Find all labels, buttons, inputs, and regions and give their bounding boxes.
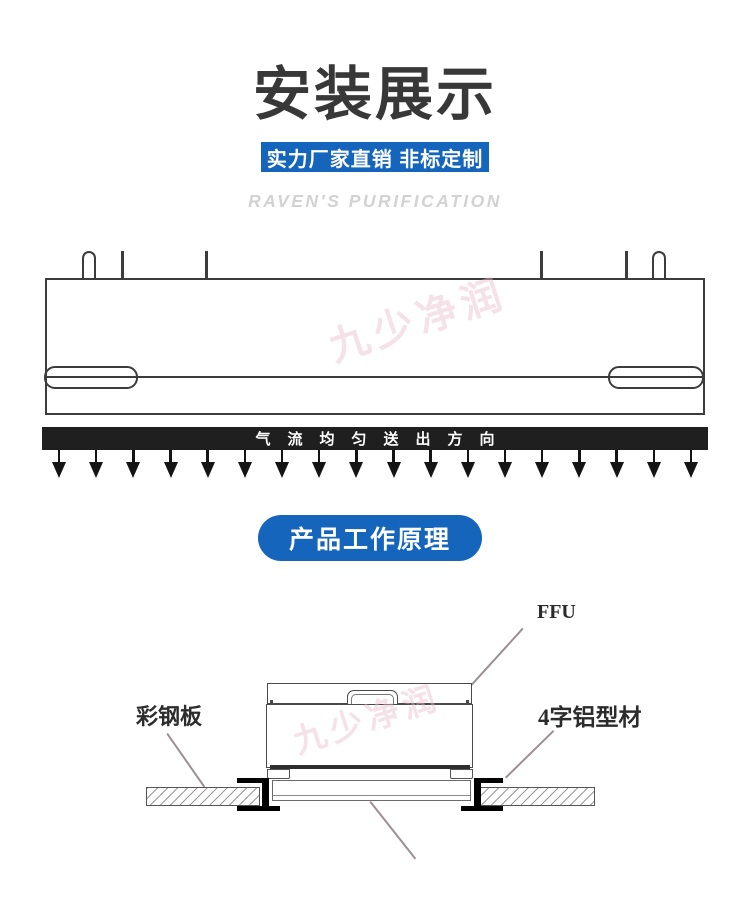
color-steel-plate-leader-line	[166, 733, 206, 788]
ffu-foot-left	[267, 769, 290, 779]
screw-dot	[270, 700, 273, 703]
airflow-direction-label: 气流均匀送出方向	[255, 431, 512, 448]
brand-tagline: RAVEN'S PURIFICATION	[248, 191, 502, 211]
ceiling-panel-right	[477, 787, 595, 806]
unit-handle-right	[608, 366, 704, 389]
down-arrow-icon	[386, 450, 401, 478]
mount-post	[121, 251, 124, 279]
filter-leader-line	[369, 801, 417, 860]
down-arrow-icon	[89, 450, 104, 478]
down-arrow-icon	[163, 450, 178, 478]
subtitle-banner-text: 实力厂家直销 非标定制	[266, 148, 484, 171]
unit-handle-left	[44, 366, 138, 389]
airflow-direction-bar: 气流均匀送出方向	[42, 427, 708, 450]
down-arrow-icon	[460, 450, 475, 478]
unit-seam-line	[45, 376, 705, 378]
aluminum-profile-left	[262, 778, 269, 811]
ffu-label: FFU	[537, 601, 576, 623]
subtitle-banner: 实力厂家直销 非标定制	[261, 142, 489, 172]
aluminum-profile-right	[474, 778, 503, 783]
down-arrow-icon	[126, 450, 141, 478]
aluminum-profile-right	[474, 778, 481, 811]
ffu-leader-line	[471, 627, 524, 686]
ffu-bottom-seal	[270, 765, 470, 769]
down-arrow-icon	[683, 450, 698, 478]
ffu-carry-handle-inner	[351, 694, 394, 704]
page-title: 安装展示	[252, 62, 497, 127]
down-arrow-icon	[275, 450, 290, 478]
ffu-unit-front-view	[45, 278, 705, 415]
aluminum-profile-left	[237, 806, 280, 811]
hepa-filter-inner-line	[273, 795, 470, 796]
aluminum-profile-leader-line	[505, 730, 554, 779]
down-arrow-icon	[535, 450, 550, 478]
mount-post	[205, 251, 208, 279]
principle-section-label: 产品工作原理	[288, 526, 451, 554]
down-arrow-icon	[52, 450, 66, 478]
down-arrow-icon	[312, 450, 327, 478]
down-arrow-icon	[572, 450, 587, 478]
down-arrow-icon	[237, 450, 252, 478]
color-steel-plate-label: 彩钢板	[136, 704, 203, 729]
down-arrow-icon	[349, 450, 364, 478]
mount-post	[625, 251, 628, 279]
aluminum-profile-left	[237, 778, 268, 783]
down-arrow-icon	[423, 450, 438, 478]
principle-section-button: 产品工作原理	[258, 515, 482, 561]
aluminum-profile-right	[461, 806, 503, 811]
ceiling-panel-left	[146, 787, 260, 806]
down-arrow-icon	[498, 450, 513, 478]
ffu-foot-right	[450, 769, 473, 779]
mount-post	[540, 251, 543, 279]
hanging-hook-icon	[652, 251, 666, 279]
hanging-hook-icon	[82, 251, 96, 279]
aluminum-profile-label: 4字铝型材	[538, 705, 642, 730]
airflow-arrows	[52, 450, 698, 478]
down-arrow-icon	[609, 450, 624, 478]
down-arrow-icon	[646, 450, 661, 478]
screw-dot	[466, 700, 469, 703]
ffu-body-section	[266, 704, 473, 768]
down-arrow-icon	[200, 450, 215, 478]
hepa-filter-frame	[272, 780, 471, 801]
